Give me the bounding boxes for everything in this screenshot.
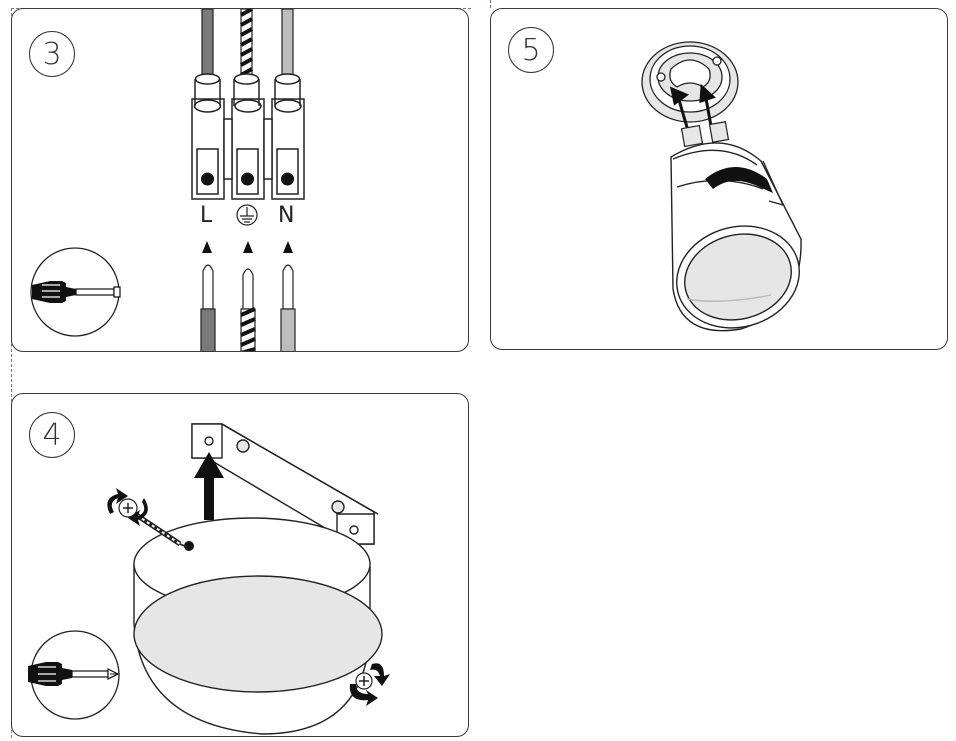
label-live: L bbox=[200, 203, 213, 228]
push-arrow-icon bbox=[202, 241, 212, 253]
rotate-arrow-icon bbox=[349, 663, 390, 706]
terminal-block bbox=[191, 73, 305, 200]
ceiling-fixture bbox=[133, 517, 383, 735]
step-number-5: 5 bbox=[508, 27, 554, 73]
lamp-installation-illustration bbox=[641, 41, 802, 332]
phillips-screwdriver-icon bbox=[28, 662, 120, 686]
ground-symbol-icon bbox=[236, 204, 258, 226]
bottom-screw bbox=[355, 672, 373, 690]
step-4-panel: 4 bbox=[11, 393, 469, 737]
cut-line-left bbox=[11, 8, 12, 738]
mounting-bracket bbox=[191, 423, 379, 545]
cut-line-mid bbox=[490, 0, 491, 8]
step-3-panel: 3 L N bbox=[11, 8, 469, 352]
step-number-3: 3 bbox=[29, 31, 75, 77]
rotate-arrow-icon bbox=[705, 160, 785, 207]
label-neutral: N bbox=[278, 203, 295, 228]
step-number-4: 4 bbox=[29, 412, 75, 458]
step-5-panel: 5 bbox=[490, 8, 948, 350]
push-arrow-icon bbox=[194, 452, 224, 520]
earth-wire-top bbox=[240, 9, 253, 80]
rotate-arrow-icon bbox=[107, 488, 148, 526]
gu10-socket bbox=[641, 41, 739, 123]
wiring-illustration bbox=[30, 9, 305, 351]
slotted-screwdriver-icon bbox=[32, 281, 121, 303]
fixture-mounting-illustration bbox=[28, 423, 390, 735]
